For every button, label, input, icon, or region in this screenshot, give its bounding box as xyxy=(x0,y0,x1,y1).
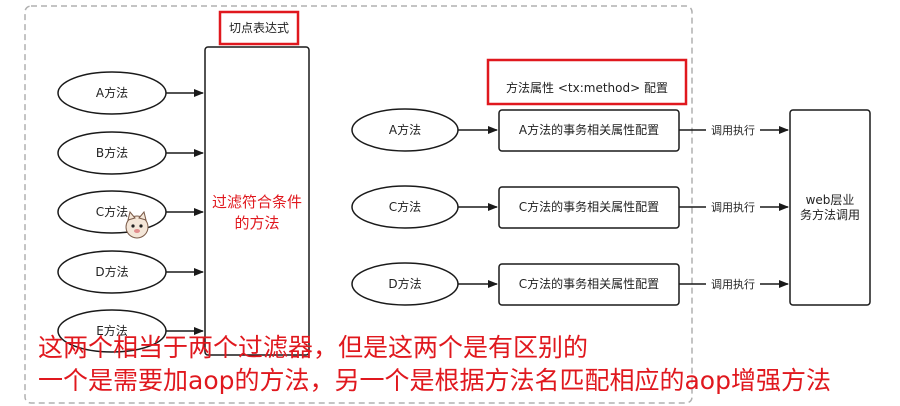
outer-dashed-container xyxy=(24,5,693,404)
overlay-line-2: 一个是需要加aop的方法，另一个是根据方法名匹配相应的aop增强方法 xyxy=(38,366,831,395)
overlay-line-1: 这两个相当于两个过滤器，但是这两个是有区别的 xyxy=(38,333,589,362)
left-method-c-label: C方法 xyxy=(95,204,129,219)
right-method-c-label: C方法 xyxy=(388,199,422,214)
left-method-e-label: E方法 xyxy=(96,323,128,338)
tx-title: 方法属性 <tx:method> 配置 xyxy=(506,80,668,95)
left-method-b-label: B方法 xyxy=(95,145,129,160)
cat-sticker-icon xyxy=(125,210,149,239)
config-label-2: C方法的事务相关属性配置 xyxy=(518,200,660,214)
left-method-d-label: D方法 xyxy=(95,264,129,279)
filter-box-label: 过滤符合条件的方法 xyxy=(212,193,303,232)
web-box xyxy=(789,109,871,306)
right-method-d-label: D方法 xyxy=(388,276,422,291)
tx-title-box xyxy=(486,58,688,106)
right-method-a-label: A方法 xyxy=(388,122,422,137)
pointcut-title: 切点表达式 xyxy=(228,20,289,35)
call-label-1: 调用执行 xyxy=(706,121,760,139)
call-label-2: 调用执行 xyxy=(706,198,760,216)
filter-box xyxy=(204,46,310,356)
pointcut-title-box xyxy=(218,10,300,46)
web-box-label: web层业务方法调用 xyxy=(800,193,861,222)
call-label-3: 调用执行 xyxy=(706,275,760,293)
config-label-3: C方法的事务相关属性配置 xyxy=(518,277,660,291)
config-label-1: A方法的事务相关属性配置 xyxy=(518,123,660,137)
left-method-a-label: A方法 xyxy=(95,85,129,100)
